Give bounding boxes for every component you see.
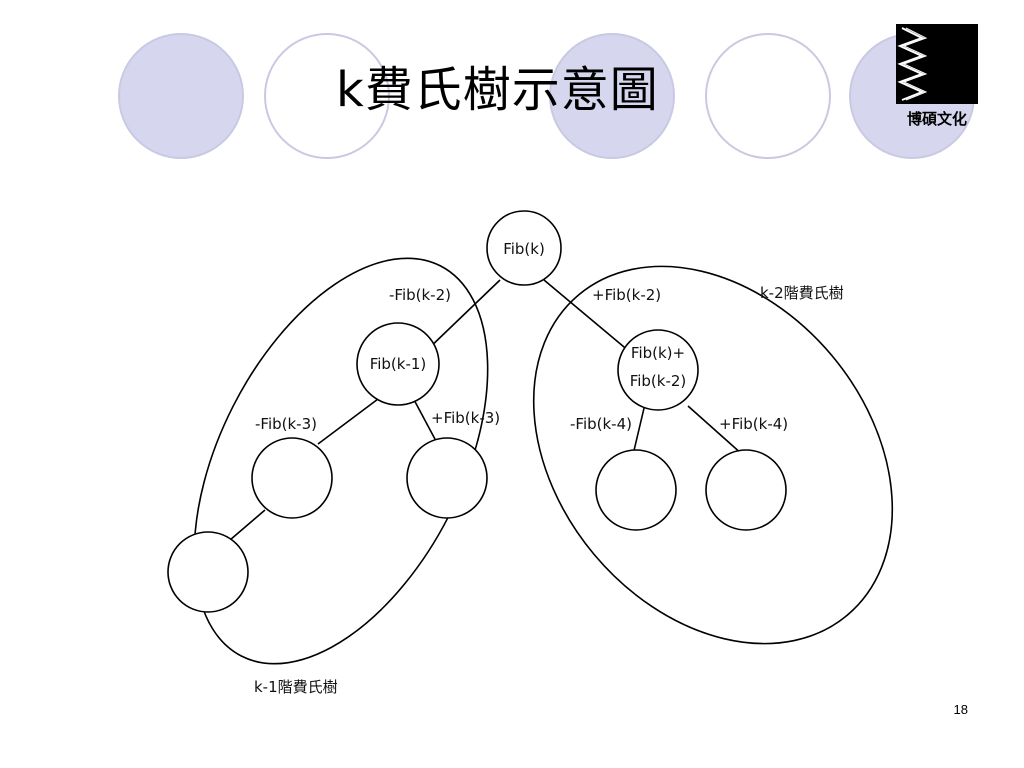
slide-title: k費氏樹示意圖 (336, 62, 659, 118)
edge-left-left (317, 395, 383, 445)
edge-label-left-left: -Fib(k-3) (255, 415, 317, 433)
edge-left-right (411, 395, 437, 442)
edge-leaf-deep (229, 509, 266, 541)
logo-text: 博碩文化 (906, 110, 967, 128)
logo-mark (896, 24, 978, 104)
publisher-logo: 博碩文化 (896, 24, 978, 128)
right-node-label-line1: Fib(k)+ (631, 344, 685, 362)
left-group-label: k-1階費氏樹 (254, 678, 338, 696)
left-subtree-ellipse (193, 257, 489, 665)
deco-circle-4 (705, 33, 831, 159)
deco-circle-2 (264, 33, 390, 159)
deco-circle-1 (118, 33, 244, 159)
edge-root-left (424, 279, 501, 353)
right-group-label: k-2階費氏樹 (760, 284, 844, 302)
page-number: 18 (953, 702, 968, 717)
right-node-label-line2: Fib(k-2) (630, 372, 687, 390)
tree-node-leaf (167, 531, 249, 613)
edge-label-right-right: +Fib(k-4) (719, 415, 788, 433)
tree-node-root (486, 210, 562, 286)
edge-label-right-left: -Fib(k-4) (570, 415, 632, 433)
edge-right-right (687, 405, 744, 456)
tree-node-right (617, 329, 699, 411)
left-node-label: Fib(k-1) (370, 355, 427, 373)
tree-node-leaf (406, 437, 488, 519)
root-node-label: Fib(k) (503, 240, 545, 258)
deco-circle-3 (549, 33, 675, 159)
edge-label-root-left: -Fib(k-2) (389, 286, 451, 304)
tree-node-leaf (251, 437, 333, 519)
tree-node-leaf (595, 449, 677, 531)
edge-label-left-right: +Fib(k-3) (431, 409, 500, 427)
tree-node-leaf (705, 449, 787, 531)
right-subtree-ellipse (532, 265, 894, 645)
tree-node-left (356, 322, 440, 406)
logo-zigzag-icon (897, 27, 928, 101)
edge-root-right (543, 279, 631, 353)
edge-label-root-right: +Fib(k-2) (592, 286, 661, 304)
